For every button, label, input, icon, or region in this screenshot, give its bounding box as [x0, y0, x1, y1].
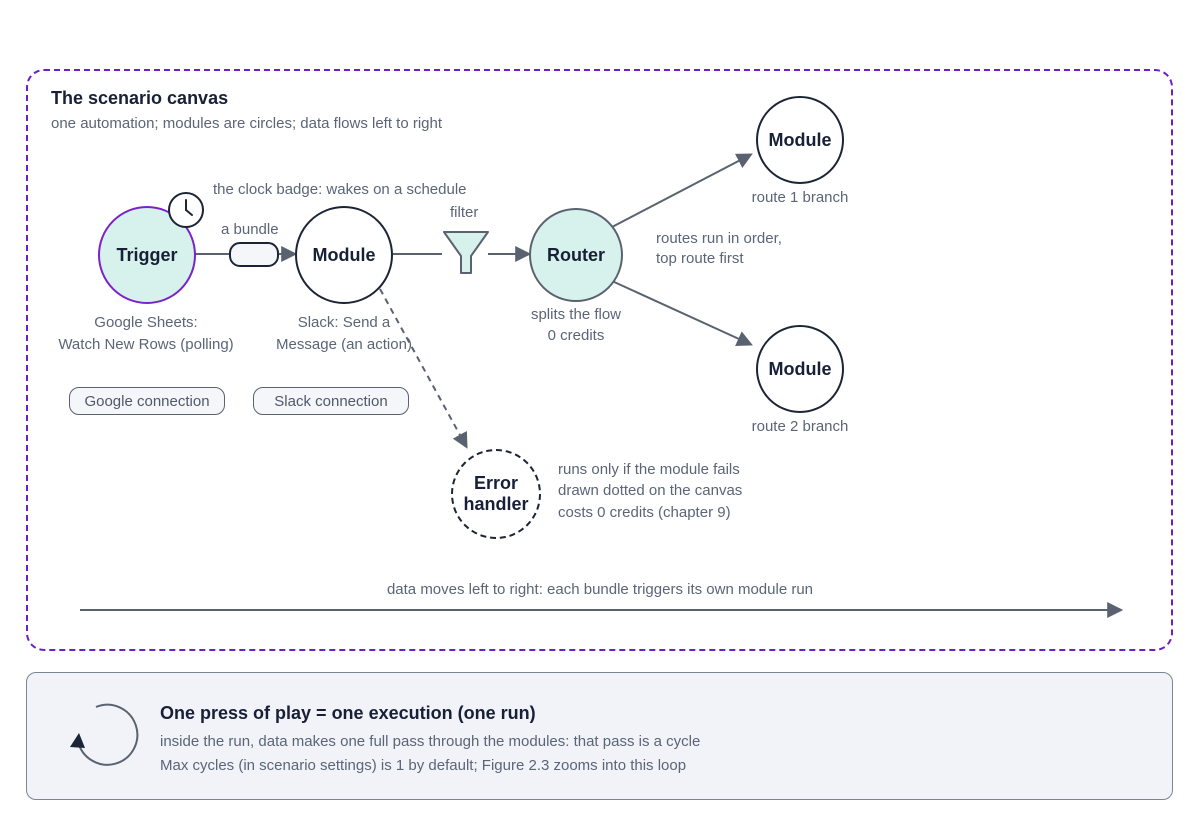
bundle-capsule: [229, 242, 279, 267]
google-connection-label: Google connection: [84, 392, 210, 410]
canvas-title: The scenario canvas: [51, 88, 229, 108]
module-node[interactable]: Module: [295, 206, 393, 304]
module-caption-line1: Slack: Send a: [297, 314, 391, 331]
module-caption-line2: Message (an action): [276, 336, 412, 353]
route1-module-node[interactable]: Module: [756, 96, 844, 184]
trigger-label: Trigger: [116, 244, 178, 265]
router-node[interactable]: Router: [529, 208, 623, 302]
router-label: Router: [547, 244, 605, 265]
error-handler-label-line2: handler: [463, 494, 529, 514]
trigger-caption-line2: Watch New Rows (polling): [58, 336, 234, 353]
slack-connection-label: Slack connection: [274, 392, 388, 410]
bundle-annotation: a bundle: [221, 221, 279, 238]
error-handler-node[interactable]: Error handler: [451, 449, 541, 539]
route2-module-node[interactable]: Module: [756, 325, 844, 413]
scenario-canvas-frame: [26, 69, 1173, 651]
router-to-route2-connector: [611, 280, 753, 346]
slack-connection-pill[interactable]: Slack connection: [253, 387, 409, 415]
error-handler-note-line3: costs 0 credits (chapter 9): [558, 504, 731, 521]
trigger-caption-line1: Google Sheets:: [94, 314, 198, 331]
clock-icon: [168, 192, 204, 228]
filter-funnel-icon: [443, 231, 489, 274]
filter-annotation: filter: [450, 204, 479, 221]
google-connection-pill[interactable]: Google connection: [69, 387, 225, 415]
route1-caption: route 1 branch: [751, 189, 849, 206]
clock-badge-annotation: the clock badge: wakes on a schedule: [213, 181, 467, 198]
route2-module-label: Module: [768, 358, 832, 379]
execution-panel-title: One press of play = one execution (one r…: [160, 703, 536, 723]
route1-module-label: Module: [768, 129, 832, 150]
error-handler-note-line2: drawn dotted on the canvas: [558, 482, 743, 499]
routes-order-line1: routes run in order,: [656, 230, 782, 247]
error-handler-label-line1: Error: [473, 473, 518, 493]
module-label: Module: [312, 244, 376, 265]
canvas-subtitle: one automation; modules are circles; dat…: [51, 115, 443, 132]
error-handler-note-line1: runs only if the module fails: [558, 461, 740, 478]
router-caption-line2: 0 credits: [547, 327, 605, 344]
router-to-route1-connector: [611, 153, 753, 228]
flow-direction-label: data moves left to right: each bundle tr…: [386, 581, 814, 598]
execution-panel-line2: Max cycles (in scenario settings) is 1 b…: [160, 757, 687, 774]
route2-caption: route 2 branch: [751, 418, 849, 435]
router-caption-line1: splits the flow: [530, 306, 622, 323]
module-to-error-handler-connector: [379, 288, 468, 449]
routes-order-line2: top route first: [656, 250, 744, 267]
execution-panel-line1: inside the run, data makes one full pass…: [160, 733, 701, 750]
execution-panel: [26, 672, 1173, 800]
